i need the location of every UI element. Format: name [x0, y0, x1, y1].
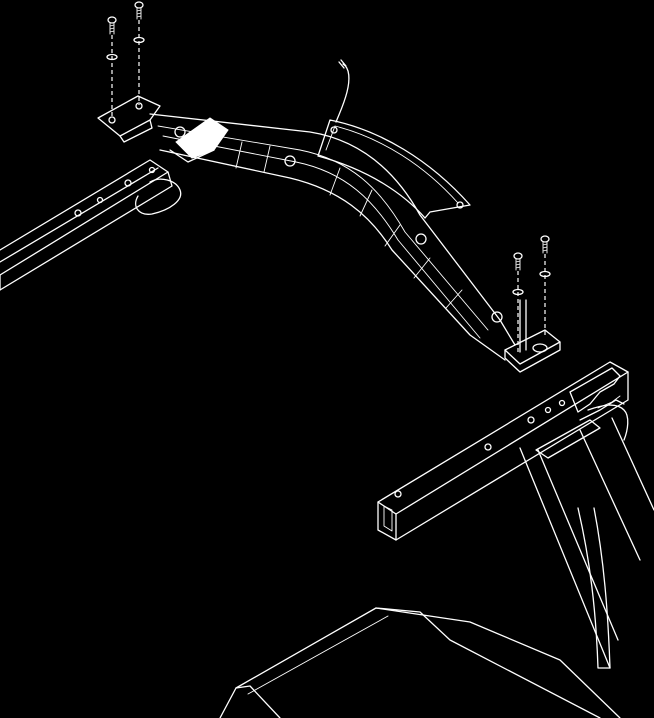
plate-hole-1: [108, 116, 116, 124]
upper-crossbar-assembly: [97, 95, 561, 373]
upright-frame: [519, 395, 654, 669]
beam-bottom-edge: [159, 149, 506, 361]
right-mount-plate: [504, 329, 561, 365]
pivot-bolt-4: [491, 311, 503, 323]
beam-rib: [235, 141, 243, 169]
square-tube-hole-3: [527, 416, 535, 424]
base-shroud: [219, 607, 621, 718]
square-tube-hole-5: [558, 399, 566, 407]
square-tube-hole-4: [544, 406, 552, 414]
right-square-tube: [377, 361, 629, 541]
left-handlebar-tube: [0, 159, 182, 291]
screw-1: [107, 16, 117, 35]
square-tube-hole-1: [394, 490, 402, 498]
square-tube-hole-2: [484, 443, 492, 451]
console-cable: [335, 63, 350, 123]
tube-hole-1: [74, 209, 82, 217]
left-mount-plate: [97, 95, 161, 137]
pivot-bolt-3: [415, 233, 427, 245]
console-mount-arc: [317, 119, 471, 219]
tube-collar: [135, 178, 182, 215]
tube-hole-3: [124, 179, 132, 187]
cable-connector: [338, 59, 347, 69]
tube-hole-2: [96, 196, 104, 204]
upright-cable: [577, 507, 611, 669]
pivot-bolt-1: [174, 126, 186, 138]
tube-end-bracket: [569, 367, 621, 413]
tube-hole-4: [148, 166, 156, 174]
screw-3: [513, 252, 523, 271]
bracket-block: [175, 117, 229, 159]
pivot-bolt-2: [284, 155, 296, 167]
left-screw-set: [106, 1, 145, 118]
right-screw-set: [512, 235, 551, 355]
plate-hole-2: [135, 102, 143, 110]
screw-2: [134, 1, 144, 20]
screw-4: [540, 235, 550, 254]
beam-top-edge: [149, 113, 516, 346]
